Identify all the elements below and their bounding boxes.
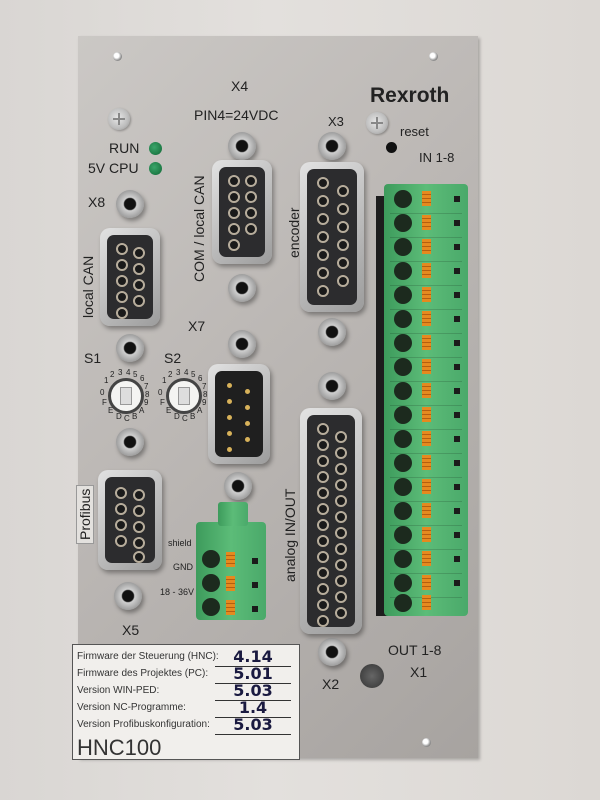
screw-icon: [366, 112, 388, 134]
x8-local-can-connector[interactable]: [100, 228, 160, 326]
local-can-label: local CAN: [80, 255, 96, 318]
x7-connector[interactable]: [208, 364, 270, 464]
x3-label: X3: [328, 114, 344, 129]
x4-pin-note: PIN4=24VDC: [194, 107, 279, 123]
reset-label: reset: [400, 124, 429, 139]
cpu-led-label: 5V CPU: [88, 160, 139, 176]
model-name: HNC100: [77, 735, 162, 760]
x1-label: X1: [410, 664, 428, 680]
mounting-hole-bottom-right: [422, 738, 431, 747]
in-1-8-label: IN 1-8: [419, 150, 455, 165]
standoff-x5-top: [116, 428, 144, 456]
x3-encoder-connector[interactable]: [300, 162, 364, 312]
com-can-label: COM / local CAN: [191, 175, 207, 282]
fw-row-label: Version WIN-PED:: [77, 685, 160, 696]
fw-row-label: Firmware des Projektes (PC):: [77, 668, 209, 679]
s1-dial-markings: 1 2 3 4 5 6 7 8 9 A B C D E F 0: [100, 368, 150, 423]
analog-io-label: analog IN/OUT: [282, 488, 298, 582]
power-terminal-block[interactable]: [196, 522, 266, 620]
s2-label: S2: [164, 350, 182, 366]
x4-label: X4: [231, 78, 249, 94]
mounting-hole-top-right: [429, 52, 438, 61]
fw-row-value: 5.01: [215, 664, 291, 684]
x7-label: X7: [188, 318, 206, 334]
x8-label: X8: [88, 194, 106, 210]
brand-logo: Rexroth: [370, 84, 450, 107]
out-1-8-label: OUT 1-8: [388, 642, 442, 658]
cpu-led-icon: [149, 162, 162, 175]
s1-rotary-switch[interactable]: [108, 378, 144, 414]
x2-label: X2: [322, 676, 340, 692]
screw-icon: [108, 108, 130, 130]
s1-label: S1: [84, 350, 102, 366]
standoff-x5-bottom: [114, 582, 142, 610]
standoff-x3-bottom: [318, 318, 346, 346]
io-terminal-strip[interactable]: [384, 184, 468, 616]
mounting-hole-top-left: [113, 52, 122, 61]
analog-io-connector[interactable]: [300, 408, 362, 634]
firmware-version-label: Firmware der Steuerung (HNC): 4.14 Firmw…: [72, 644, 300, 760]
x5-profibus-connector[interactable]: [98, 470, 162, 570]
run-led-icon: [149, 142, 162, 155]
standoff-x4-bottom: [228, 274, 256, 302]
standoff-analog-top: [318, 372, 346, 400]
reset-button[interactable]: [386, 142, 397, 153]
power-terminal-tab: [218, 502, 248, 526]
fw-row-label: Version Profibuskonfiguration:: [77, 719, 210, 730]
shield-label: shield: [168, 538, 192, 548]
standoff-x4-top: [228, 132, 256, 160]
run-led-label: RUN: [109, 140, 140, 156]
s2-dial-markings: 1 2 3 4 5 6 7 8 9 A B C D E F 0: [158, 368, 208, 423]
x5-label: X5: [122, 622, 140, 638]
standoff-x8-top: [116, 190, 144, 218]
fw-row-label: Version NC-Programme:: [77, 702, 186, 713]
standoff-x7-top: [228, 330, 256, 358]
voltage-label: 18 - 36V: [160, 587, 195, 597]
s2-rotary-switch[interactable]: [166, 378, 202, 414]
standoff-x7-bottom: [224, 472, 252, 500]
standoff-x8-bottom: [116, 334, 144, 362]
fw-row-label: Firmware der Steuerung (HNC):: [77, 651, 219, 662]
profibus-label: Profibus: [76, 484, 94, 544]
standoff-analog-bottom: [318, 638, 346, 666]
gnd-label: GND: [173, 562, 193, 572]
standoff-x3-top: [318, 132, 346, 160]
fw-row-value: 1.4: [215, 698, 291, 718]
fw-row-value: 5.03: [215, 715, 291, 735]
x4-com-connector[interactable]: [212, 160, 272, 264]
grounding-screw-icon: [360, 664, 384, 688]
fw-row-value: 5.03: [215, 681, 291, 701]
fw-row-value: 4.14: [215, 647, 291, 667]
